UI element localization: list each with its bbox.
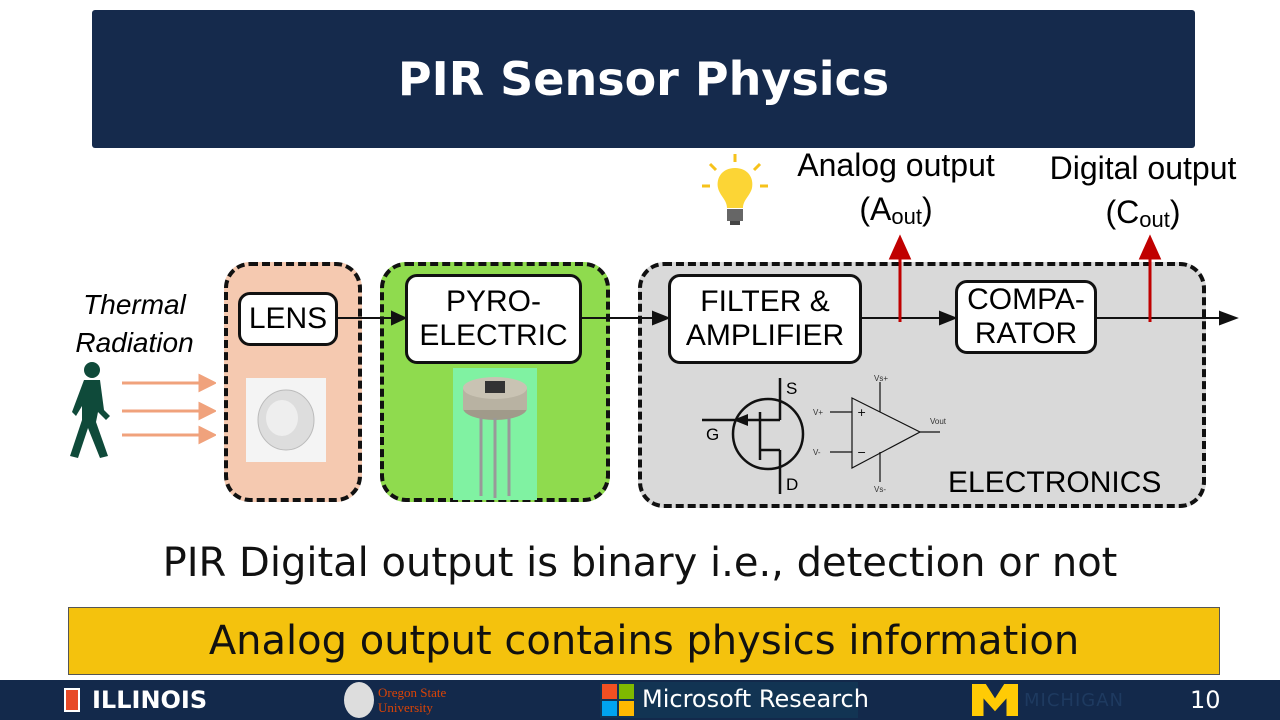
- signal-flow-arrows: [338, 234, 1239, 326]
- gate-label: G: [706, 425, 719, 444]
- walking-person-icon: [70, 362, 110, 458]
- slide-title: PIR Sensor Physics: [397, 52, 890, 106]
- subtitle: PIR Digital output is binary i.e., detec…: [162, 540, 1118, 586]
- title-bar: PIR Sensor Physics: [92, 10, 1195, 148]
- opamp-vm: V-: [813, 448, 821, 457]
- illinois-logo: ILLINOIS: [92, 686, 208, 714]
- radiation-arrows: [122, 373, 216, 445]
- michigan-logo: MICHIGAN: [1024, 690, 1124, 711]
- drain-label: D: [786, 475, 798, 494]
- circuit-schematic: S G D + − Vs+ V+ V- Vs- Vout: [702, 374, 947, 494]
- source-label: S: [786, 379, 797, 398]
- svg-text:−: −: [857, 446, 866, 459]
- page-number: 10: [1190, 686, 1221, 714]
- comparator-label: COMPA-RATOR: [955, 280, 1097, 354]
- lens-image: [246, 378, 326, 462]
- oregon-state-logo: Oregon State University: [378, 685, 447, 715]
- filter-amplifier-label: FILTER & AMPLIFIER: [668, 274, 862, 364]
- pir-sensor-image: [453, 368, 537, 500]
- analog-output-label: Analog output (Aout): [797, 147, 995, 229]
- microsoft-logo-bg: [600, 682, 858, 718]
- thermal-radiation-label: Thermal Radiation: [75, 289, 194, 358]
- digital-output-label: Digital output (Cout): [1049, 150, 1237, 232]
- oregon-seal-icon: [344, 682, 374, 718]
- michigan-m-icon: [972, 684, 1018, 716]
- pyroelectric-label: PYRO-ELECTRIC: [405, 274, 582, 364]
- opamp-vsm: Vs-: [874, 485, 886, 494]
- opamp-vp: V+: [813, 408, 823, 417]
- lightbulb-icon: [702, 154, 768, 225]
- highlight-banner: Analog output contains physics informati…: [68, 607, 1220, 675]
- highlight-text: Analog output contains physics informati…: [208, 618, 1080, 664]
- svg-text:+: +: [857, 406, 866, 419]
- microsoft-research-logo: Microsoft Research: [642, 685, 869, 713]
- lens-label: LENS: [238, 292, 338, 346]
- electronics-label: ELECTRONICS: [948, 466, 1162, 499]
- illinois-i-icon: [64, 688, 80, 712]
- opamp-vsp: Vs+: [874, 374, 888, 383]
- footer: ILLINOIS Oregon State University Microso…: [0, 680, 1280, 720]
- microsoft-squares-icon: [602, 684, 634, 716]
- opamp-vout: Vout: [930, 417, 947, 426]
